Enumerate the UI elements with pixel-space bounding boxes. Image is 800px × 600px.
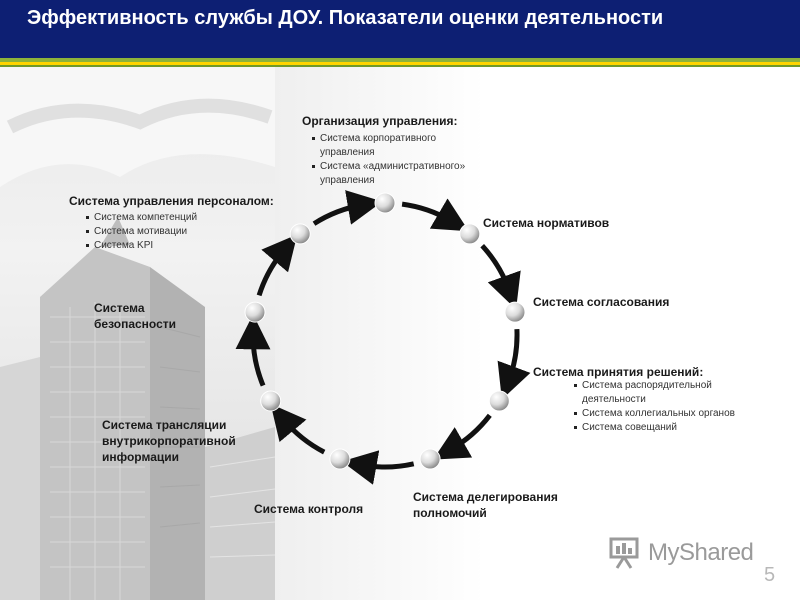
node-label-management-organization: Организация управления: xyxy=(302,114,458,128)
cycle-arrow xyxy=(312,190,383,226)
node-label-decision-making: Система принятия решений: xyxy=(533,365,704,379)
cycle-arrow xyxy=(341,450,415,485)
header-stripe-green xyxy=(0,58,800,62)
sublist-item: Система компетенций xyxy=(86,211,197,225)
logo-text: MyShared xyxy=(648,539,754,566)
cycle-node xyxy=(260,390,282,412)
page-number: 5 xyxy=(764,564,776,586)
sublist-item: Система мотивации xyxy=(86,225,197,239)
background-fade xyxy=(275,67,800,600)
title-bar: Эффективность службы ДОУ. Показатели оце… xyxy=(0,0,800,58)
cycle-node xyxy=(329,448,351,470)
cycle-node xyxy=(374,192,396,214)
node-sublist-hr-management: Система компетенций Система мотивации Си… xyxy=(86,211,197,253)
cycle-arrow xyxy=(256,234,298,297)
cycle-node xyxy=(419,448,441,470)
node-label-approval: Система согласования xyxy=(533,295,670,309)
node-sublist-management-organization: Система корпоративного управления Систем… xyxy=(312,132,490,188)
node-label-security: Система безопасности xyxy=(94,301,177,331)
cycle-node xyxy=(244,301,266,323)
cycle-node xyxy=(289,223,311,245)
cycle-arrow xyxy=(235,314,271,387)
sublist-item: Система корпоративного управления xyxy=(312,132,490,160)
sublist-item: Система коллегиальных органов xyxy=(574,407,735,421)
sublist-item: Система совещаний xyxy=(574,421,735,435)
node-sublist-decision-making: Система распорядительной деятельности Си… xyxy=(574,379,735,435)
header-stripe-dark-green xyxy=(0,65,800,67)
cycle-arrow xyxy=(480,244,521,310)
sublist-item: Система распорядительной деятельности xyxy=(574,379,735,407)
building-illustration xyxy=(0,67,275,600)
sublist-item: Система «административного» управления xyxy=(312,160,490,188)
cycle-arrow xyxy=(497,328,531,400)
node-label-delegation: Система делегирования полномочий xyxy=(413,490,558,520)
node-label-control: Система контроля xyxy=(254,502,364,516)
presentation-board-icon xyxy=(609,537,639,569)
cycle-arrow xyxy=(270,403,326,455)
myshared-logo: MyShared xyxy=(608,536,768,572)
cycle-node xyxy=(459,223,481,245)
page-title: Эффективность службы ДОУ. Показатели оце… xyxy=(27,7,664,29)
node-label-hr-management: Система управления персоналом: xyxy=(69,194,274,208)
cycle-arrow xyxy=(433,413,492,460)
cycle-node xyxy=(488,390,510,412)
cycle-node xyxy=(504,301,526,323)
node-label-info-translation: Система трансляции внутрикорпоративной и… xyxy=(102,418,236,464)
sublist-item: Система KPI xyxy=(86,239,197,253)
header-stripe-yellow xyxy=(0,62,800,65)
background-building-photo xyxy=(0,67,275,600)
cycle-arrow xyxy=(401,198,469,232)
node-label-norms: Система нормативов xyxy=(483,216,610,230)
